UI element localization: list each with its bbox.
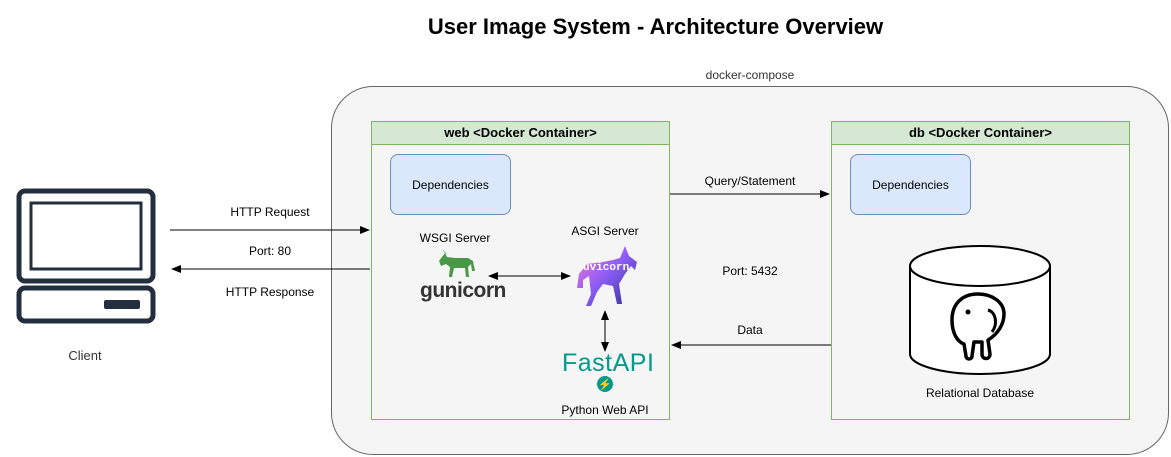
wsgi-server-label: WSGI Server — [419, 231, 491, 245]
fastapi-logo: FastAPI — [562, 349, 655, 377]
uvicorn-unicorn-icon — [577, 246, 637, 306]
data-label: Data — [737, 323, 763, 337]
port-80-label: Port: 80 — [248, 244, 292, 258]
web-dependencies-box: Dependencies — [390, 154, 511, 215]
asgi-server-label: ASGI Server — [571, 224, 639, 238]
monitor-icon — [16, 188, 156, 324]
relational-database-label: Relational Database — [925, 386, 1035, 400]
query-statement-label: Query/Statement — [704, 174, 796, 188]
http-response-label: HTTP Response — [225, 285, 315, 299]
http-request-label: HTTP Request — [230, 205, 310, 219]
client-label: Client — [68, 348, 102, 363]
db-dependencies-box: Dependencies — [850, 154, 971, 215]
gunicorn-unicorn-icon — [439, 249, 475, 277]
postgresql-elephant-icon — [950, 292, 1006, 361]
web-container-title: web <Docker Container> — [372, 122, 669, 145]
gunicorn-logo: gunicorn — [420, 279, 506, 302]
uvicorn-logo: uvicorn — [583, 262, 630, 274]
port-5432-label: Port: 5432 — [722, 264, 778, 278]
database-cylinder — [909, 245, 1051, 375]
fastapi-bolt-icon: ⚡ — [597, 376, 613, 392]
db-container-title: db <Docker Container> — [832, 122, 1129, 145]
docker-compose-label: docker-compose — [705, 68, 795, 82]
diagram-title: User Image System - Architecture Overvie… — [427, 14, 884, 39]
fastapi-caption: Python Web API — [561, 403, 649, 417]
